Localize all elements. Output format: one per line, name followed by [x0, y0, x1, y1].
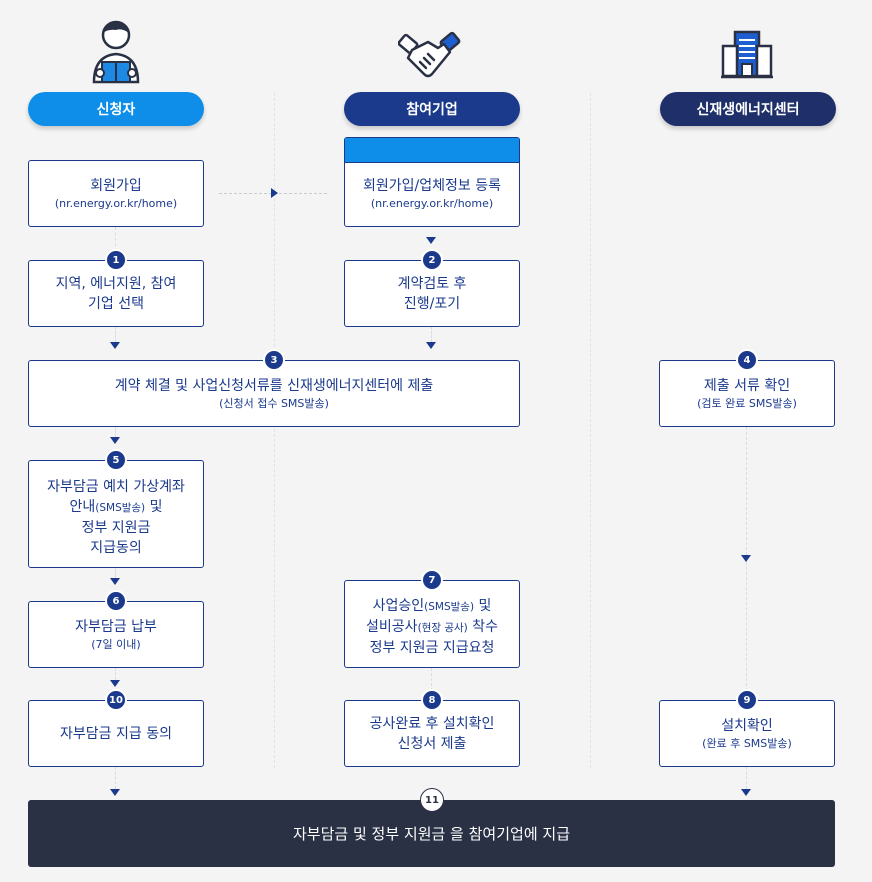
- column-divider-1: [274, 93, 275, 768]
- step-4: 제출 서류 확인 (검토 완료 SMS발송): [659, 360, 835, 427]
- step-6-title: 자부담금 납부: [75, 618, 157, 635]
- step-5-line2: 안내(SMS발송) 및: [69, 497, 162, 518]
- step-4-sub: (검토 완료 SMS발송): [697, 396, 797, 410]
- step-9-title: 설치확인: [721, 717, 773, 734]
- header-center: 신재생에너지센터: [660, 92, 836, 126]
- step-10-number: 10: [105, 689, 127, 711]
- connector: [115, 568, 116, 578]
- connector: [115, 767, 116, 789]
- step-10: 자부담금 지급 동의: [28, 700, 204, 767]
- step-7-line1: 사업승인(SMS발송) 및: [373, 596, 492, 617]
- step-company-signup-sub: (nr.energy.or.kr/home): [370, 196, 494, 210]
- step-signup: 회원가입 (nr.energy.or.kr/home): [28, 160, 204, 227]
- step-company-signup-title: 회원가입/업체정보 등록: [363, 177, 501, 194]
- step-11-title: 자부담금 및 정부 지원금 을 참여기업에 지급: [292, 825, 570, 843]
- step-6-sub: (7일 이내): [91, 637, 141, 651]
- step-3: 계약 체결 및 사업신청서류를 신재생에너지센터에 제출 (신청서 접수 SMS…: [28, 360, 520, 427]
- step-1: 지역, 에너지원, 참여 기업 선택: [28, 260, 204, 327]
- step-7-number: 7: [421, 569, 443, 591]
- step-2-title: 계약검토 후 진행/포기: [397, 275, 467, 312]
- step-7-line1c: 및: [474, 598, 492, 614]
- step-company-signup: 회원가입/업체정보 등록 (nr.energy.or.kr/home): [344, 137, 520, 227]
- step-7-line1a: 사업승인: [372, 598, 425, 614]
- step-signup-sub: (nr.energy.or.kr/home): [54, 196, 178, 210]
- header-applicant: 신청자: [28, 92, 204, 126]
- step-company-signup-bar: [345, 138, 519, 163]
- arrow-down: [110, 342, 120, 349]
- step-3-number: 3: [263, 349, 285, 371]
- connector: [431, 327, 432, 342]
- connector: [115, 668, 116, 680]
- step-11-number: 11: [420, 788, 444, 812]
- arrow-down: [426, 342, 436, 349]
- arrow-down: [110, 578, 120, 585]
- arrow-down: [110, 437, 120, 444]
- step-9: 설치확인 (완료 후 SMS발송): [659, 700, 835, 767]
- step-5-line2b: (SMS발송): [95, 501, 146, 514]
- connector: [746, 767, 747, 789]
- step-5-line2a: 안내: [69, 498, 96, 515]
- step-7-line1b: (SMS발송): [424, 601, 475, 613]
- step-2-number: 2: [421, 249, 443, 271]
- arrow-down: [741, 789, 751, 796]
- building-icon: [721, 26, 773, 80]
- step-signup-title: 회원가입: [90, 177, 142, 194]
- step-5-line1: 자부담금 예치 가상계좌: [47, 478, 185, 495]
- step-10-title: 자부담금 지급 동의: [60, 725, 172, 742]
- connector: [115, 427, 116, 437]
- step-6-number: 6: [105, 590, 127, 612]
- step-5-number: 5: [105, 449, 127, 471]
- step-7: 사업승인(SMS발송) 및 설비공사(현장 공사) 착수 정부 지원금 지급요청: [344, 580, 520, 668]
- column-divider-2: [590, 93, 591, 768]
- connector: [746, 562, 747, 696]
- step-7-line3: 정부 지원금 지급요청: [369, 640, 495, 656]
- step-9-number: 9: [736, 689, 758, 711]
- step-7-line2: 설비공사(현장 공사) 착수: [366, 617, 498, 638]
- step-7-line2a: 설비공사: [366, 619, 418, 635]
- step-9-sub: (완료 후 SMS발송): [702, 736, 792, 750]
- connector: [431, 668, 432, 696]
- step-1-title: 지역, 에너지원, 참여 기업 선택: [55, 275, 177, 312]
- step-5-line3: 정부 지원금: [81, 519, 151, 536]
- header-company: 참여기업: [344, 92, 520, 126]
- arrow-down: [110, 680, 120, 687]
- arrow-right: [271, 188, 278, 198]
- step-3-title: 계약 체결 및 사업신청서류를 신재생에너지센터에 제출: [114, 377, 434, 394]
- connector: [746, 427, 747, 555]
- step-8: 공사완료 후 설치확인 신청서 제출: [344, 700, 520, 767]
- step-7-line2b: (현장 공사): [417, 622, 468, 634]
- connector: [115, 327, 116, 342]
- step-8-title: 공사완료 후 설치확인 신청서 제출: [369, 715, 495, 752]
- step-5-line2c: 및: [145, 498, 163, 515]
- arrow-down: [741, 555, 751, 562]
- step-4-title: 제출 서류 확인: [703, 377, 791, 394]
- arrow-down: [426, 237, 436, 244]
- connector: [115, 227, 116, 257]
- step-3-sub: (신청서 접수 SMS발송): [219, 396, 329, 410]
- step-1-number: 1: [105, 249, 127, 271]
- step-4-number: 4: [736, 349, 758, 371]
- step-2: 계약검토 후 진행/포기: [344, 260, 520, 327]
- handshake-icon: [397, 28, 462, 84]
- step-5-line4: 지급동의: [90, 539, 142, 556]
- step-8-number: 8: [421, 689, 443, 711]
- step-7-line2c: 착수: [467, 619, 498, 635]
- step-5: 자부담금 예치 가상계좌 안내(SMS발송) 및 정부 지원금 지급동의: [28, 460, 204, 568]
- arrow-down: [110, 789, 120, 796]
- person-reading-icon: [88, 18, 144, 84]
